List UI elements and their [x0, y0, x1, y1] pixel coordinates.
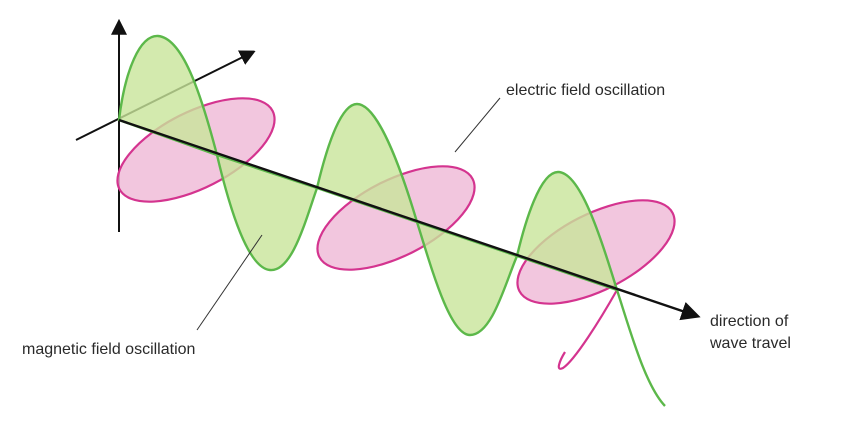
electric-lobe-3	[315, 102, 419, 224]
magnetic-field-label: magnetic field oscillation	[22, 341, 195, 358]
direction-label-line1: direction of	[710, 313, 789, 330]
electric-field-label: electric field oscillation	[506, 82, 665, 99]
electric-lobe-4	[415, 220, 519, 337]
electric-lobe-5	[515, 170, 619, 292]
electric-lobe-1	[117, 34, 219, 157]
electric-lobe-2	[215, 153, 319, 272]
electric-leader-line	[454, 97, 501, 153]
propagation-axis	[118, 118, 701, 321]
electric-field-wave	[117, 34, 666, 407]
magnetic-leader-line	[196, 234, 263, 331]
direction-label-line2: wave travel	[709, 335, 791, 352]
electric-tail	[615, 289, 666, 407]
magnetic-tail	[557, 289, 618, 370]
